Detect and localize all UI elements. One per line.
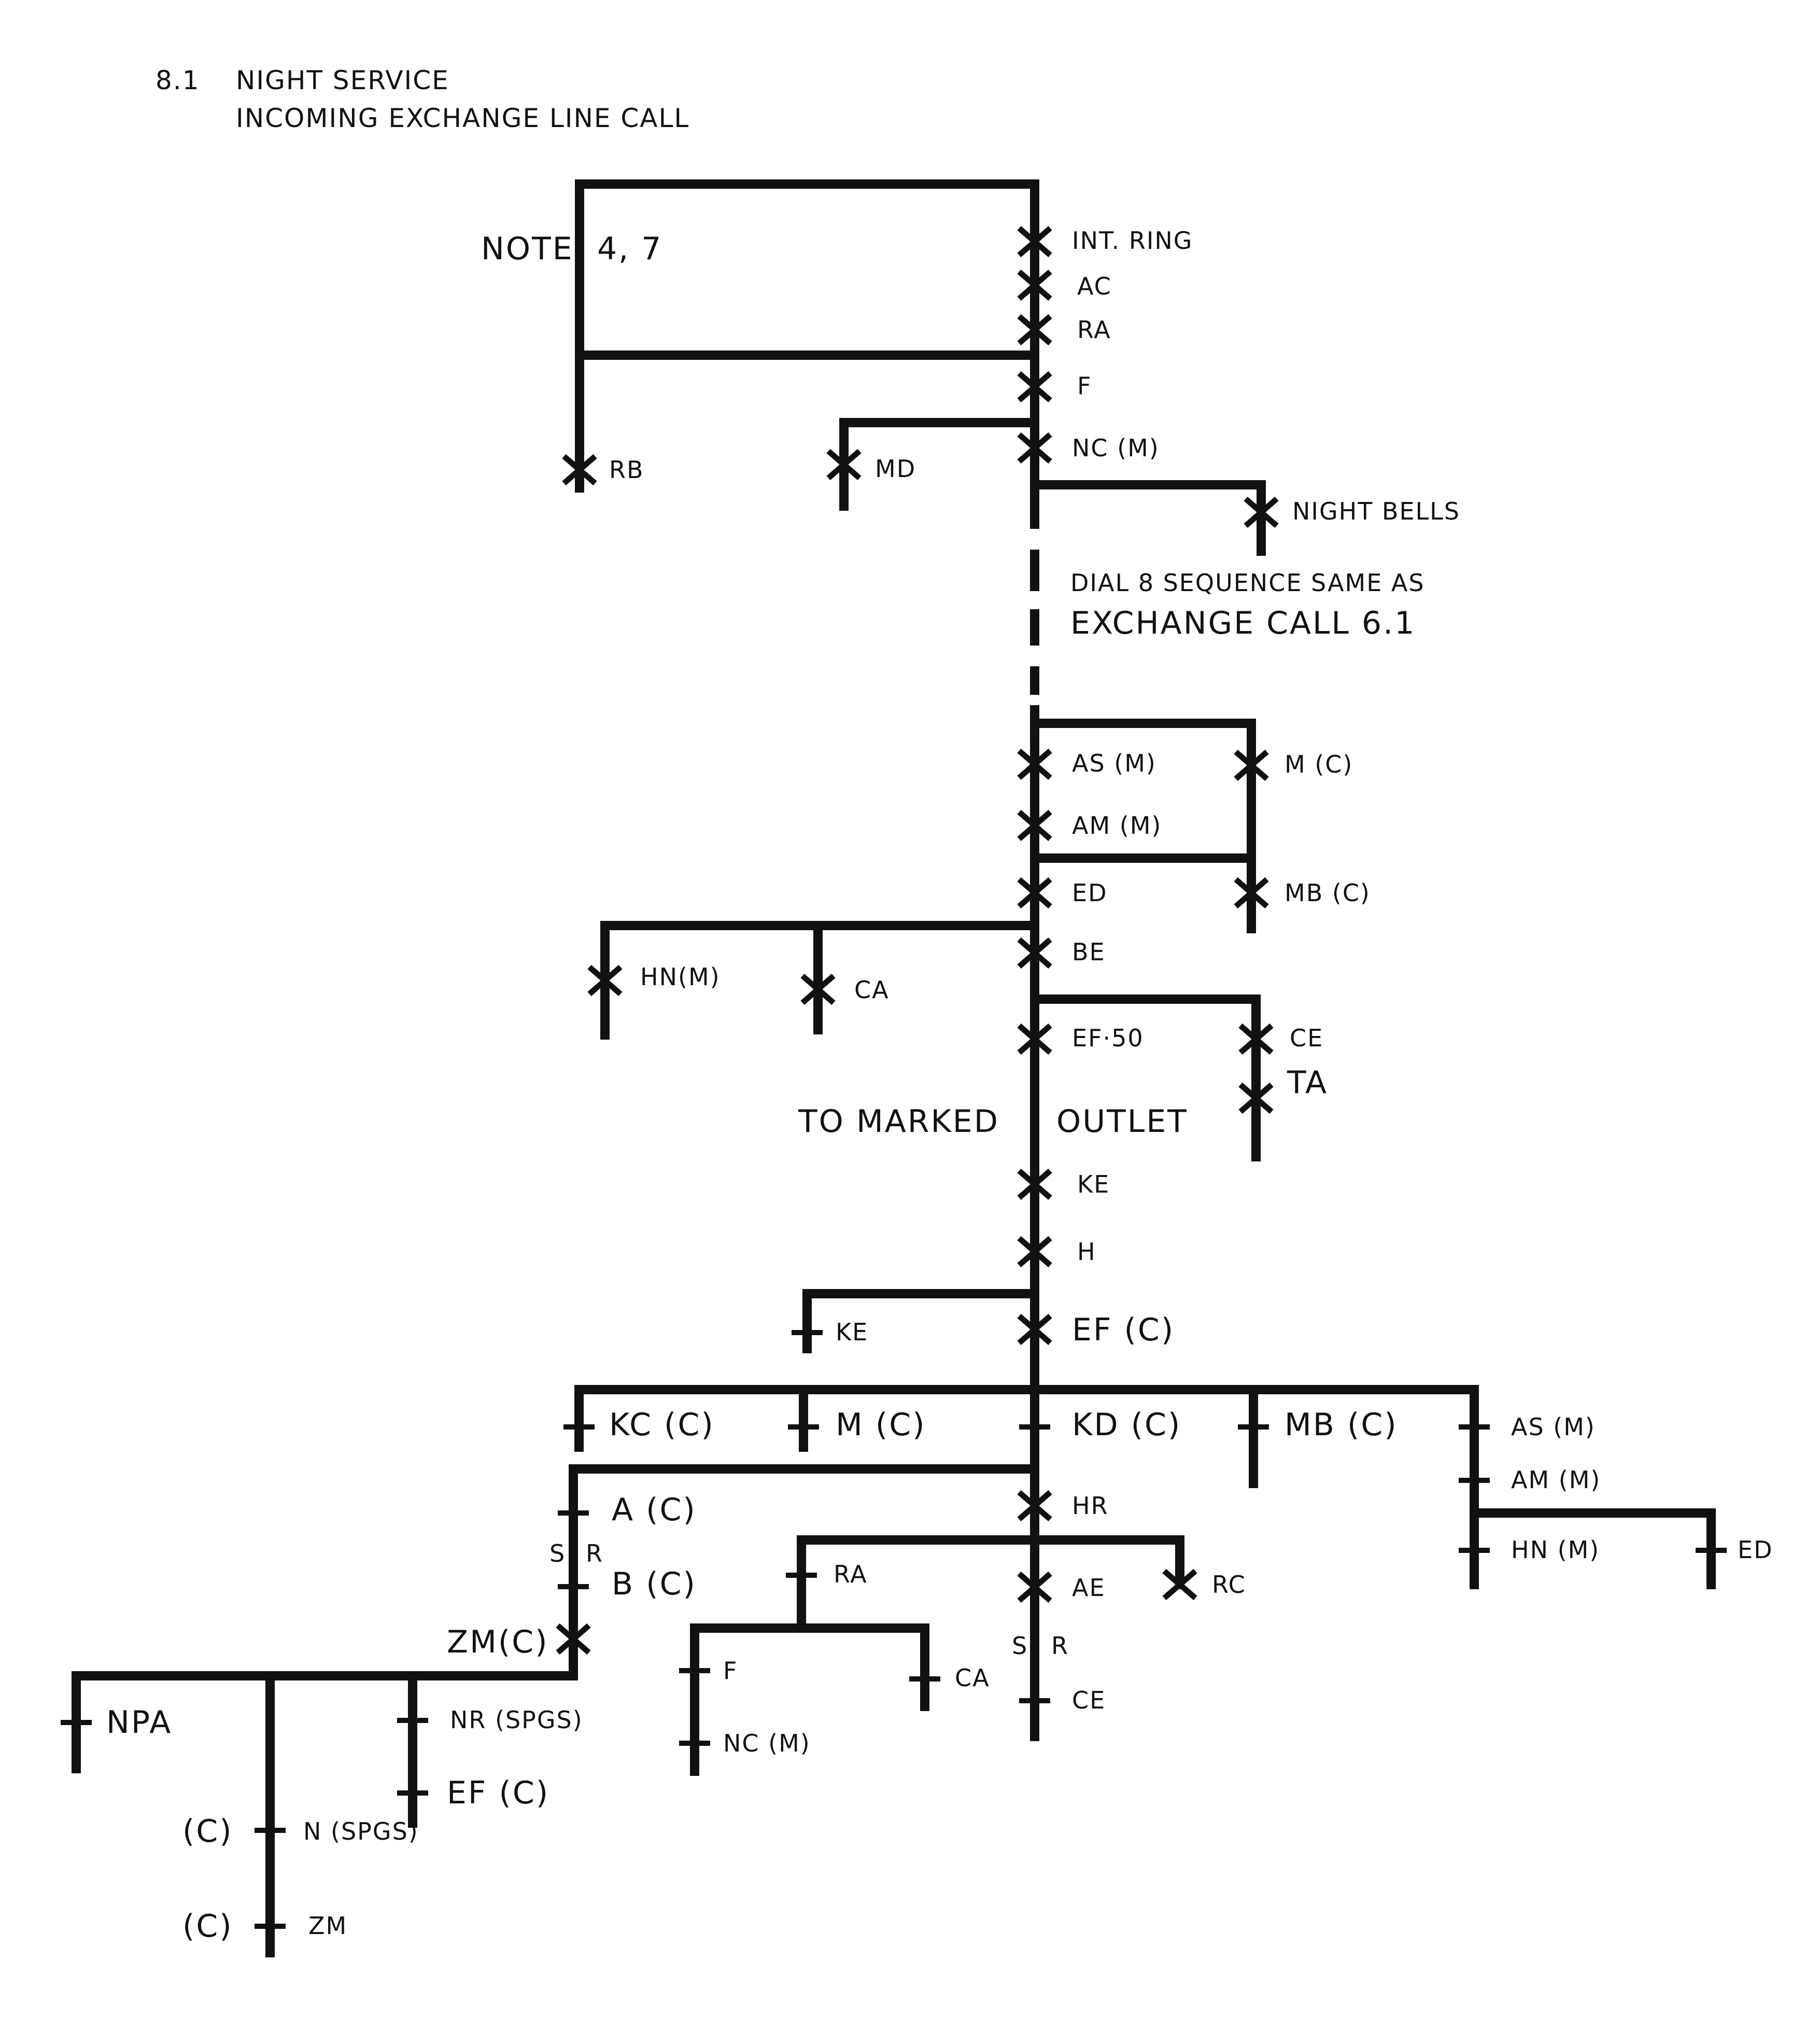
label-rb: RB	[609, 456, 644, 484]
lower-lines	[72, 1289, 1716, 1957]
label-m-c: M (C)	[836, 1407, 926, 1443]
contact-ce-top	[1238, 1023, 1274, 1055]
label-b-c: B (C)	[612, 1566, 697, 1602]
marked-label-right: OUTLET	[1056, 1103, 1188, 1140]
contact-h	[1017, 1236, 1052, 1268]
contact-ra-top	[1017, 314, 1052, 346]
label-ef-50: EF·50	[1072, 1024, 1144, 1052]
contact-night-bells	[1244, 496, 1279, 528]
contact-hn-m-left	[587, 964, 623, 997]
label-hn-m-right: HN (M)	[1511, 1536, 1600, 1564]
label-as-m-right: AS (M)	[1511, 1413, 1596, 1441]
contact-ac	[1017, 269, 1052, 301]
contact-as-m	[1017, 748, 1052, 780]
contact-hr	[1017, 1490, 1052, 1522]
label-int-ring: INT. RING	[1072, 227, 1193, 255]
label-rc: RC	[1212, 1571, 1246, 1599]
marked-label-left: TO MARKED	[798, 1103, 999, 1140]
label-hr: HR	[1072, 1492, 1109, 1520]
label-ta: TA	[1287, 1064, 1328, 1101]
label-ke: KE	[1077, 1170, 1110, 1198]
label-f-mid: F	[723, 1657, 738, 1685]
note-label: NOTE: 4, 7	[481, 231, 662, 267]
label-kd-c: KD (C)	[1072, 1407, 1181, 1443]
label-hn-m-left: HN(M)	[640, 963, 721, 991]
contact-be	[1017, 937, 1052, 969]
label-nc-m-top: NC (M)	[1072, 434, 1160, 462]
label-n-spgs: N (SPGS)	[303, 1817, 419, 1845]
label-ed-right: ED	[1738, 1536, 1773, 1564]
contact-zm-c	[556, 1623, 591, 1655]
label-a-c: A (C)	[612, 1492, 697, 1528]
label-be: BE	[1072, 938, 1106, 966]
label-ke-left: KE	[836, 1318, 868, 1346]
middle-lines	[600, 705, 1261, 1358]
label-kc-c: KC (C)	[609, 1407, 715, 1443]
contact-ke	[1017, 1168, 1052, 1200]
contact-ed	[1017, 877, 1052, 909]
contact-am-m	[1017, 809, 1052, 842]
label-nc-m-mid: NC (M)	[723, 1729, 811, 1757]
contact-nc-m-top	[1017, 432, 1052, 464]
contact-ef-c	[1017, 1313, 1052, 1346]
label-h: H	[1077, 1238, 1096, 1266]
label-r-mid: R	[1051, 1632, 1069, 1660]
dial-note-line2: EXCHANGE CALL 6.1	[1070, 605, 1416, 641]
contact-ae	[1017, 1571, 1052, 1603]
contact-mb-c-top	[1234, 877, 1269, 909]
label-ra-top: RA	[1077, 316, 1111, 344]
label-md: MD	[875, 455, 916, 483]
label-s-left: S	[549, 1539, 566, 1567]
label-npa: NPA	[106, 1704, 172, 1741]
label-ca-mid: CA	[955, 1664, 990, 1692]
label-nr-spgs: NR (SPGS)	[450, 1706, 583, 1734]
label-ca-left: CA	[854, 976, 890, 1004]
label-night-bells: NIGHT BELLS	[1292, 497, 1460, 525]
label-ae: AE	[1072, 1574, 1106, 1602]
label-c1: (C)	[182, 1813, 233, 1850]
contact-int-ring	[1017, 226, 1052, 258]
label-mb-c: MB (C)	[1285, 1407, 1398, 1443]
label-c2: (C)	[182, 1908, 233, 1944]
contact-rc	[1162, 1568, 1197, 1601]
diagram-title: NIGHT SERVICE	[236, 65, 449, 95]
label-ed: ED	[1072, 879, 1108, 907]
label-m-c-top: M (C)	[1285, 750, 1353, 778]
contact-md	[826, 449, 862, 481]
label-r-left: R	[586, 1539, 603, 1567]
label-ce-bottom: CE	[1072, 1686, 1106, 1714]
label-f-top: F	[1077, 372, 1092, 400]
label-ra-mid: RA	[834, 1560, 868, 1588]
label-as-m: AS (M)	[1072, 749, 1156, 777]
label-ce-top: CE	[1290, 1024, 1323, 1052]
contact-ca-left	[800, 973, 836, 1005]
contact-ta	[1238, 1082, 1274, 1114]
contact-f-top	[1017, 371, 1052, 403]
label-s-mid: S	[1012, 1632, 1028, 1660]
label-zm-c: ZM(C)	[447, 1624, 549, 1660]
contact-rb	[562, 454, 597, 486]
contact-ef-50	[1017, 1023, 1052, 1055]
label-ac: AC	[1077, 272, 1112, 300]
diagram-subtitle: INCOMING EXCHANGE LINE CALL	[236, 103, 689, 133]
label-mb-c-top: MB (C)	[1285, 879, 1371, 907]
label-am-m-right: AM (M)	[1511, 1466, 1601, 1494]
contact-m-c-top	[1234, 749, 1269, 781]
label-ef-c-low: EF (C)	[447, 1775, 549, 1811]
dial-note-line1: DIAL 8 SEQUENCE SAME AS	[1070, 569, 1425, 597]
tick-marks	[61, 1330, 1727, 1929]
label-am-m: AM (M)	[1072, 811, 1162, 839]
section-number: 8.1	[156, 65, 200, 95]
label-ef-c: EF (C)	[1072, 1312, 1175, 1348]
label-zm: ZM	[308, 1912, 347, 1940]
